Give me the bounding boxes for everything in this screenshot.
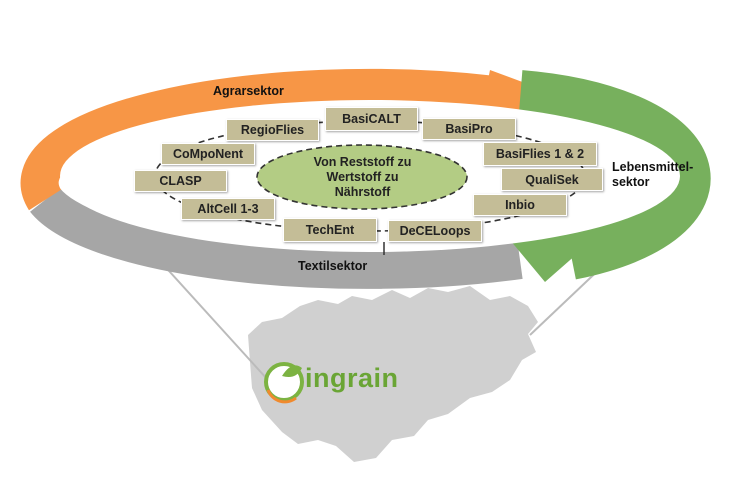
center-ellipse [256, 144, 468, 210]
sector-label-lebensmittel-line2: sektor [612, 175, 650, 189]
nrw-map [248, 286, 538, 462]
project-qualisek: QualiSek [501, 168, 603, 191]
lebensmittel-arrow [517, 70, 711, 280]
project-clasp: CLASP [134, 170, 227, 192]
project-basiflies: BasiFlies 1 & 2 [483, 142, 597, 166]
project-decelooops: DeCELoops [388, 220, 482, 242]
logo-icon-accent [266, 389, 297, 404]
sector-label-agrar: Agrarsektor [213, 84, 284, 98]
project-basicalt: BasiCALT [325, 107, 418, 131]
center-line2: Wertstoff zu [326, 170, 399, 184]
connector-line-left [149, 249, 269, 381]
center-line1: Von Reststoff zu [313, 155, 412, 169]
center-line3: Nährstoff [334, 185, 391, 199]
project-regioflies: RegioFlies [226, 119, 319, 141]
sector-label-textil: Textilsektor [298, 259, 368, 273]
project-basipro: BasiPro [422, 118, 516, 140]
sector-label-lebensmittel: Lebensmittel-sektor [612, 160, 693, 190]
agrar-arrow [20, 68, 498, 211]
project-inbio: Inbio [473, 194, 567, 216]
ingrain-logo: ingrain [305, 363, 399, 393]
project-techent: TechEnt [283, 218, 377, 242]
leaf-icon [282, 365, 302, 377]
textil-arrow [30, 187, 523, 289]
project-altcell: AltCell 1-3 [181, 198, 275, 220]
sector-label-lebensmittel-line1: Lebensmittel- [612, 160, 694, 174]
project-component: CoMpoNent [161, 143, 255, 165]
